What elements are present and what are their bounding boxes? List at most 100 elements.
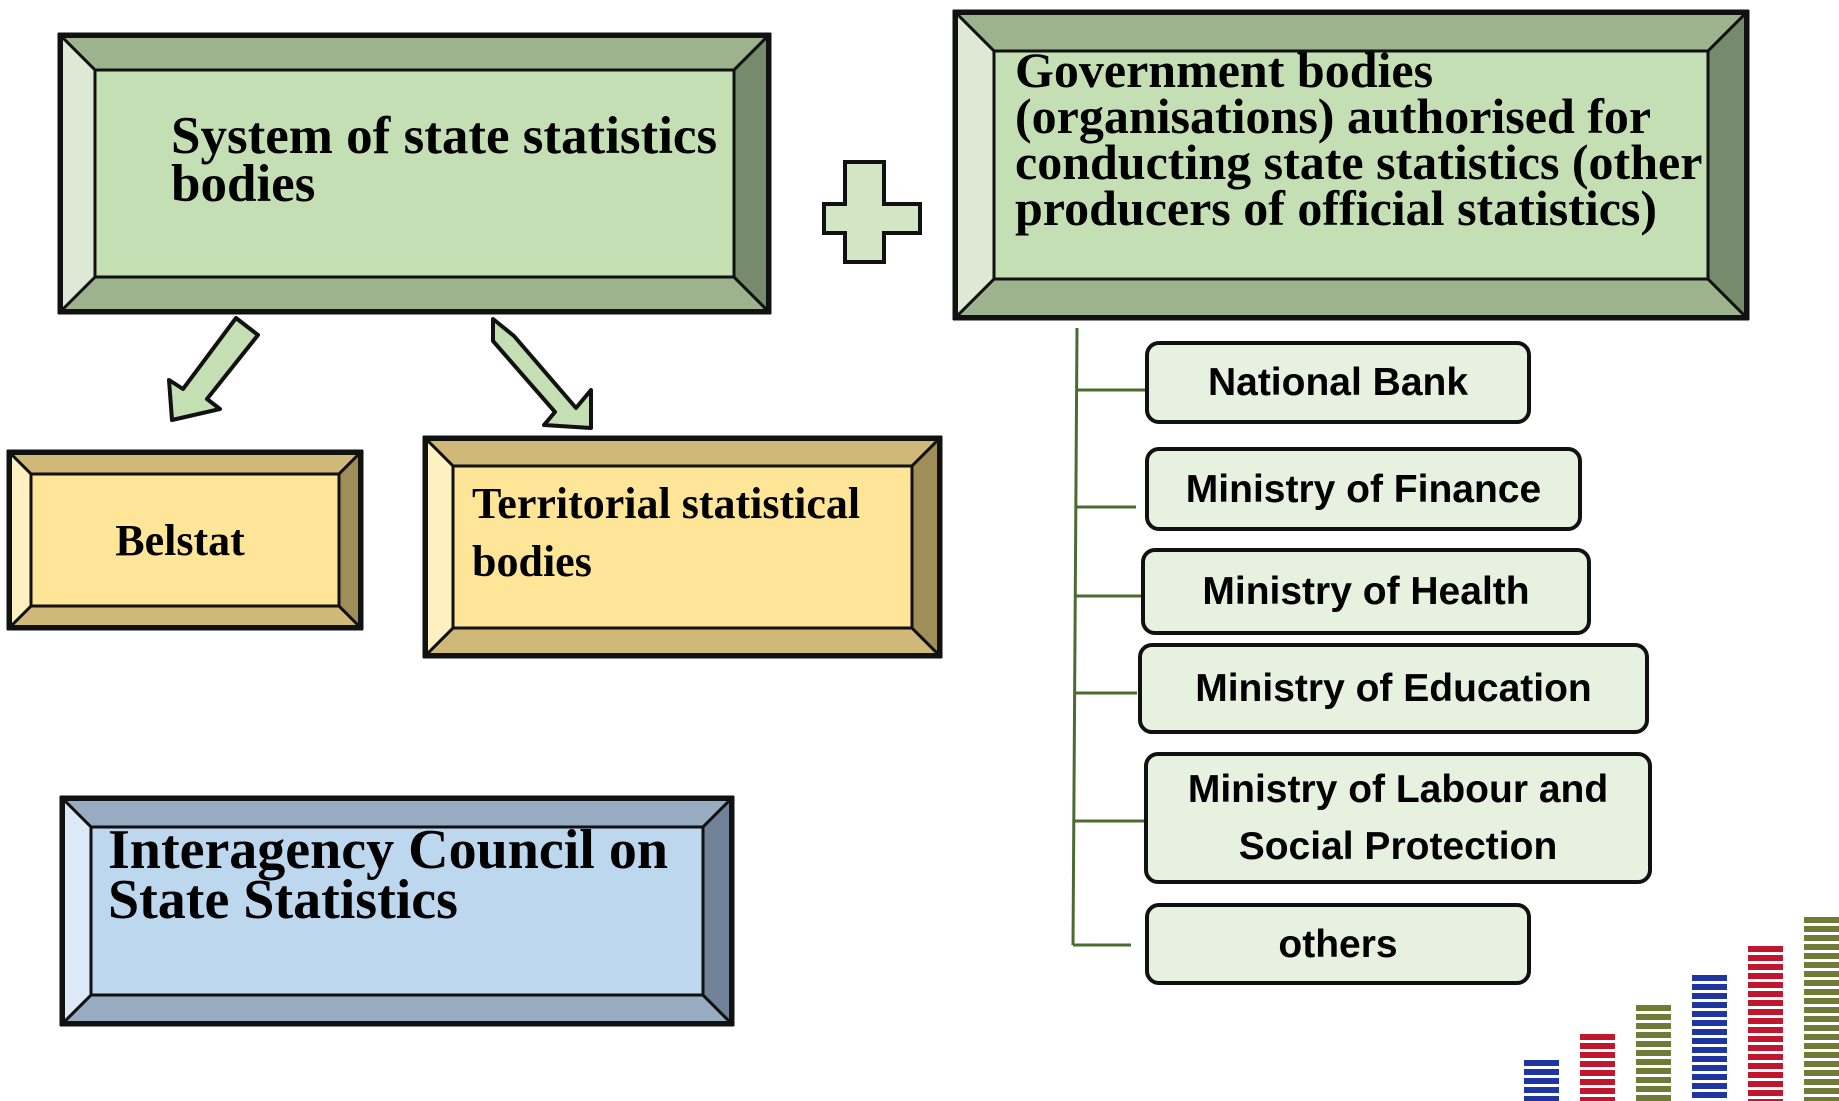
bevel-bottom (422, 626, 943, 659)
member-ministry-of-labour: Ministry of Labour and Social Protection (1144, 752, 1652, 884)
logo-stripe (1804, 989, 1839, 995)
member-others: others (1145, 903, 1531, 985)
logo-stripe (1804, 962, 1839, 968)
logo-stripe (1636, 1023, 1671, 1029)
bevel-face (992, 49, 1710, 281)
logo-stripe (1636, 1014, 1671, 1020)
logo-column (1748, 946, 1783, 1101)
belstat-box-title: Belstat (115, 515, 245, 565)
logo-stripe (1524, 1060, 1559, 1066)
territorial-box-bevel (422, 435, 943, 659)
logo-stripe (1804, 971, 1839, 977)
bevel-bottom (952, 277, 1750, 321)
logo-stripe (1804, 1079, 1839, 1085)
logo-stripe (1804, 1043, 1839, 1049)
logo-stripe (1804, 1097, 1839, 1101)
logo-stripe (1748, 946, 1783, 952)
logo-stripe (1804, 1034, 1839, 1040)
logo-stripe (1804, 917, 1839, 923)
council-box-title: Interagency Council on State Statistics (108, 819, 668, 931)
logo-stripe (1636, 1095, 1671, 1101)
logo-stripe (1692, 1074, 1727, 1080)
plus-icon (822, 160, 922, 264)
belstat-box: Belstat (6, 449, 364, 631)
bevel-top (57, 32, 772, 72)
bevel-outline (58, 33, 771, 314)
bevel-left (952, 9, 996, 321)
member-ministry-of-finance: Ministry of Finance (1145, 447, 1582, 531)
system-box: System of state statistics bodies (57, 32, 772, 315)
logo-stripe (1580, 1052, 1615, 1058)
bevel-face (93, 68, 736, 279)
logo-stripe (1748, 1063, 1783, 1069)
logo-stripe (1524, 1087, 1559, 1093)
logo-stripe (1580, 1061, 1615, 1067)
logo-stripe (1692, 975, 1727, 981)
logo-stripe (1804, 1061, 1839, 1067)
logo-stripe (1804, 1016, 1839, 1022)
bar-logo-icon (1524, 917, 1839, 1101)
logo-stripe (1748, 1072, 1783, 1078)
logo-stripe (1748, 982, 1783, 988)
logo-stripe (1804, 998, 1839, 1004)
logo-stripe (1580, 1043, 1615, 1049)
logo-stripe (1636, 1059, 1671, 1065)
logo-stripe (1748, 1009, 1783, 1015)
bevel-left (422, 435, 455, 659)
council-box-bevel (59, 795, 735, 1027)
logo-stripe (1804, 944, 1839, 950)
logo-stripe (1748, 991, 1783, 997)
belstat-box-bevel (6, 449, 364, 631)
bevel-left (57, 32, 97, 315)
logo-stripe (1804, 1088, 1839, 1094)
government-box-bevel (952, 9, 1750, 321)
council-box: Interagency Council on State Statistics (59, 795, 735, 1027)
government-box-title: Government bodies (organisations) author… (1015, 42, 1702, 236)
logo-stripe (1692, 1092, 1727, 1098)
logo-stripe (1748, 1027, 1783, 1033)
logo-stripe (1748, 1018, 1783, 1024)
arrow-down-left-icon (167, 316, 260, 422)
system-box-bevel (57, 32, 772, 315)
logo-stripe (1748, 1099, 1783, 1101)
logo-stripe (1636, 1005, 1671, 1011)
logo-stripe (1692, 1047, 1727, 1053)
bevel-right (701, 795, 735, 1027)
logo-stripe (1692, 1011, 1727, 1017)
bevel-right (910, 435, 943, 659)
arrow-down-right-icon (491, 317, 593, 430)
logo-stripe (1636, 1077, 1671, 1083)
logo-stripe (1692, 984, 1727, 990)
logo-stripe (1692, 1002, 1727, 1008)
government-box: Government bodies (organisations) author… (952, 9, 1750, 321)
logo-stripe (1692, 993, 1727, 999)
bevel-face (29, 472, 341, 608)
system-box-title: System of state statistics bodies (171, 107, 718, 213)
logo-stripe (1748, 1090, 1783, 1096)
logo-stripe (1524, 1096, 1559, 1101)
bevel-outline (423, 436, 942, 658)
logo-stripe (1636, 1050, 1671, 1056)
bevel-outline (7, 450, 363, 630)
logo-stripe (1580, 1034, 1615, 1040)
bevel-left (59, 795, 93, 1027)
logo-stripe (1804, 935, 1839, 941)
bevel-outline (953, 10, 1749, 320)
member-ministry-of-education: Ministry of Education (1138, 643, 1649, 734)
logo-column (1636, 1005, 1671, 1101)
bevel-outline (60, 796, 734, 1026)
member-national-bank: National Bank (1145, 341, 1531, 424)
logo-stripe (1748, 1000, 1783, 1006)
logo-stripe (1804, 1052, 1839, 1058)
logo-stripe (1748, 1081, 1783, 1087)
territorial-box-title: Territorial statistical bodies (472, 479, 861, 586)
logo-stripe (1804, 1070, 1839, 1076)
bevel-top (422, 435, 943, 468)
bevel-bottom (59, 993, 735, 1027)
logo-stripe (1636, 1068, 1671, 1074)
logo-stripe (1692, 1083, 1727, 1089)
logo-stripe (1692, 1029, 1727, 1035)
logo-stripe (1748, 1045, 1783, 1051)
bevel-face (89, 825, 705, 997)
logo-stripe (1804, 953, 1839, 959)
